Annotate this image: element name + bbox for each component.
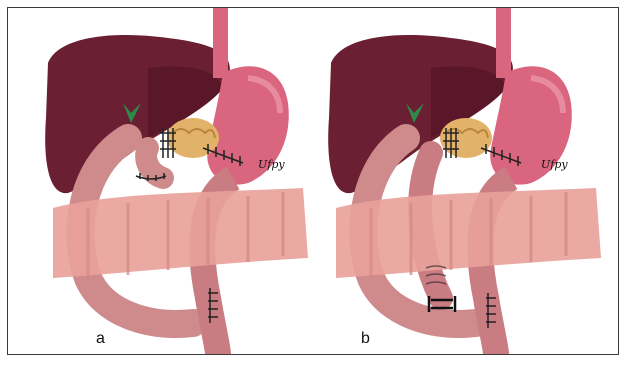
- panel-label: b: [361, 330, 370, 348]
- suture-hepaticojejunostomy: [443, 128, 459, 158]
- artist-signature: Ufpy: [541, 158, 568, 171]
- panel-b: b Ufpy: [311, 8, 611, 354]
- panel-a: a Ufpy: [18, 8, 318, 354]
- anatomy-illustration-a: [18, 8, 318, 354]
- suture-hepaticojejunostomy: [160, 128, 176, 158]
- panel-label: a: [96, 330, 105, 348]
- pancreas: [167, 118, 219, 158]
- esophagus: [213, 8, 228, 78]
- pancreas: [440, 118, 492, 158]
- transverse-bowel: [53, 188, 308, 278]
- artist-signature: Ufpy: [258, 158, 285, 171]
- transverse-bowel: [336, 188, 601, 278]
- anatomy-illustration-b: [311, 8, 611, 354]
- esophagus: [496, 8, 511, 78]
- liver: [45, 35, 230, 193]
- blind-limb: [146, 148, 163, 178]
- figure-frame: a Ufpy: [7, 7, 619, 355]
